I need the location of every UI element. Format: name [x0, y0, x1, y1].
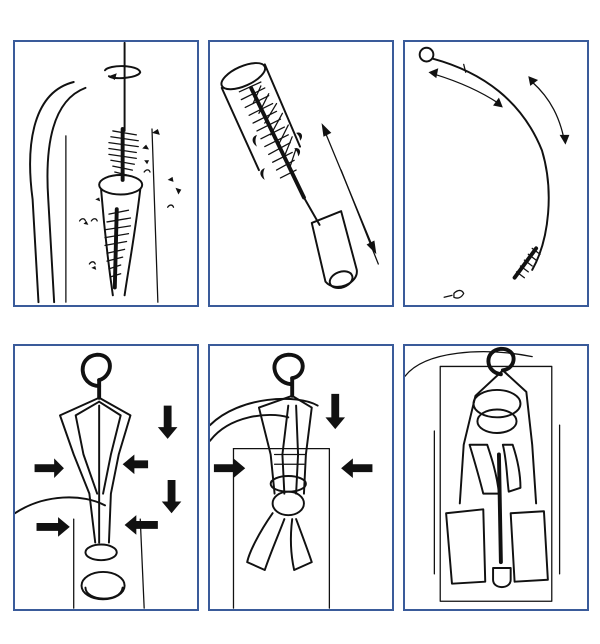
hanger-expanding-icon	[210, 352, 373, 609]
hanger-inserting-icon	[15, 352, 182, 609]
brush-scrubbing-tube-icon	[29, 42, 182, 304]
step-1-panel	[13, 40, 199, 307]
brush-scrubbing-hose-icon	[418, 46, 570, 299]
step-6-panel	[403, 344, 589, 611]
step-5-panel	[208, 344, 394, 611]
step-2-panel	[208, 40, 394, 307]
step-4-panel	[13, 344, 199, 611]
brush-cleaning-tube-icon	[220, 62, 379, 290]
step-3-panel	[403, 40, 589, 307]
hanger-drying-icon	[405, 346, 561, 602]
